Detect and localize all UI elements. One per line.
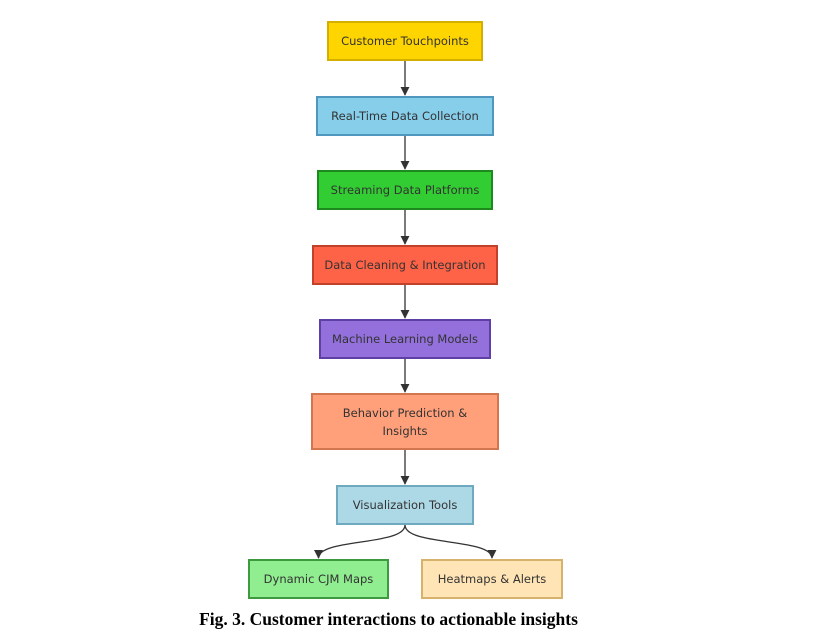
node-real-time-data-collection: Real-Time Data Collection xyxy=(316,96,494,136)
node-customer-touchpoints: Customer Touchpoints xyxy=(327,21,483,61)
edge-viz-to-cjm xyxy=(313,524,406,559)
flowchart xyxy=(313,61,497,559)
figure-caption: Fig. 3. Customer interactions to actiona… xyxy=(199,609,578,629)
node-heatmaps-alerts: Heatmaps & Alerts xyxy=(421,559,563,599)
node-data-cleaning-integration: Data Cleaning & Integration xyxy=(312,245,498,285)
node-machine-learning-models: Machine Learning Models xyxy=(319,319,491,359)
node-visualization-tools: Visualization Tools xyxy=(336,485,474,525)
node-behavior-prediction-insights: Behavior Prediction & Insights xyxy=(311,393,499,450)
edge-viz-to-heatmaps xyxy=(404,524,497,559)
node-dynamic-cjm-maps: Dynamic CJM Maps xyxy=(248,559,389,599)
node-streaming-data-platforms: Streaming Data Platforms xyxy=(317,170,493,210)
